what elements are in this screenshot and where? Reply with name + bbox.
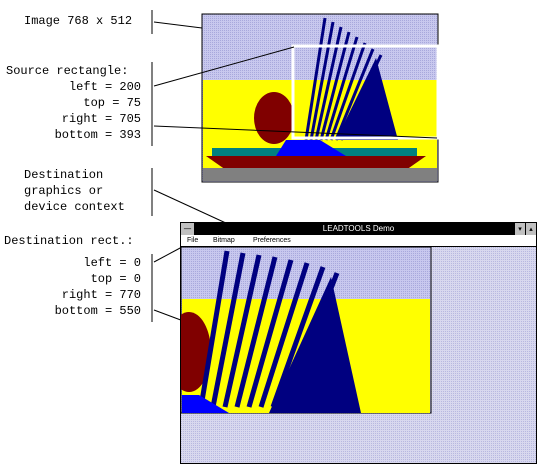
menu-preferences[interactable]: Preferences <box>253 237 291 244</box>
window-title-bar: LEADTOOLS Demo <box>181 223 536 235</box>
source-image <box>201 13 440 183</box>
dest-rect-top: top = 0 <box>90 272 141 286</box>
image-size-label: Image 768 x 512 <box>24 14 133 28</box>
destination-context-line-1: Destination <box>24 168 104 182</box>
source-rect-heading: Source rectangle: <box>6 64 129 78</box>
minimize-icon[interactable]: ▾ <box>514 223 525 235</box>
dest-rect-heading: Destination rect.: <box>4 234 134 248</box>
destination-window: LEADTOOLS Demo — ▾ ▴ File Bitmap Prefere… <box>180 222 537 464</box>
menu-bitmap[interactable]: Bitmap <box>213 237 235 244</box>
window-client-area <box>181 247 536 463</box>
source-rectangle-outline <box>291 44 440 140</box>
source-rect-top: top = 75 <box>83 96 141 110</box>
destination-bitmap <box>181 247 536 463</box>
system-menu-icon[interactable]: — <box>181 223 195 235</box>
destination-context-line-2: graphics or <box>24 184 104 198</box>
menu-bar: File Bitmap Preferences <box>181 235 536 247</box>
source-rect-bottom: bottom = 393 <box>54 128 141 142</box>
menu-file[interactable]: File <box>187 237 199 244</box>
window-title: LEADTOOLS Demo <box>322 224 395 233</box>
destination-context-line-3: device context <box>24 200 125 214</box>
maximize-icon[interactable]: ▴ <box>525 223 536 235</box>
dest-rect-left: left = 0 <box>83 256 141 270</box>
source-rect-right: right = 705 <box>61 112 141 126</box>
dest-rect-right: right = 770 <box>61 288 141 302</box>
dest-rect-bottom: bottom = 550 <box>54 304 141 318</box>
source-rect-left: left = 200 <box>68 80 141 94</box>
